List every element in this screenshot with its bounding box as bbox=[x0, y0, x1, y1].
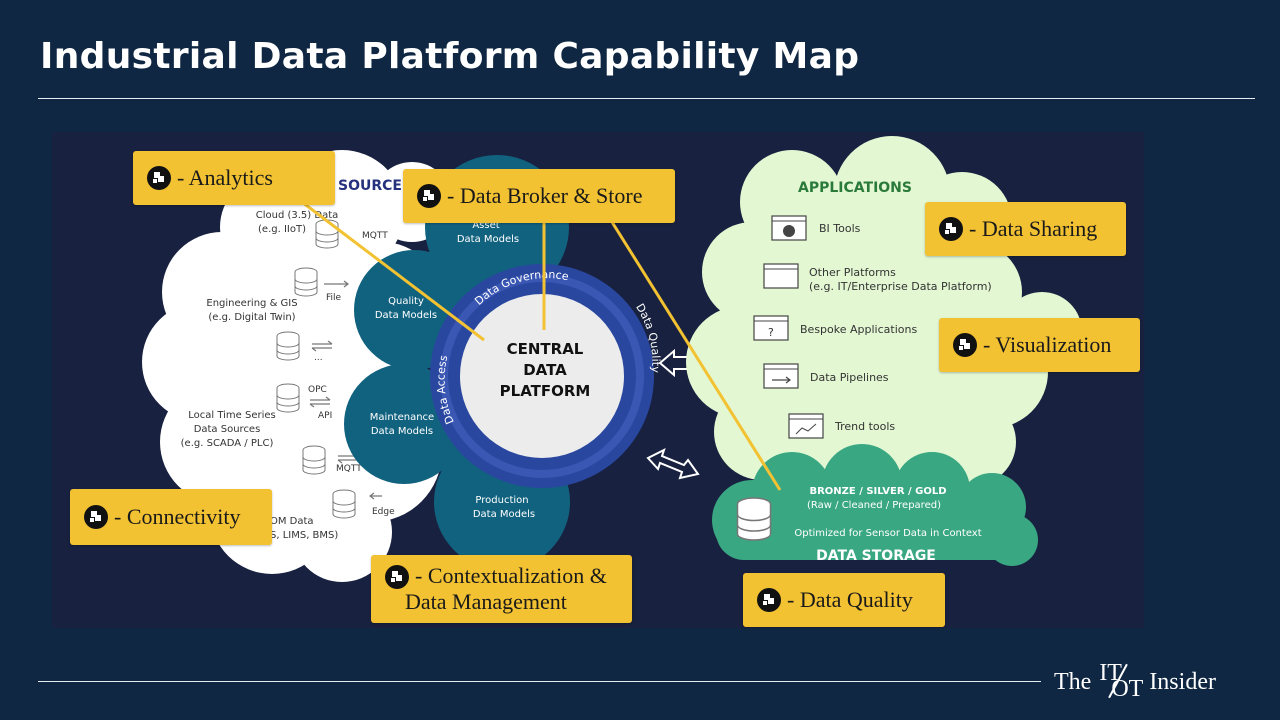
pie-chart-icon bbox=[783, 225, 795, 237]
brand-suffix: Insider bbox=[1149, 668, 1216, 695]
window-icon bbox=[763, 263, 799, 289]
app-other-platforms: Other Platforms (e.g. IT/Enterprise Data… bbox=[763, 263, 992, 293]
source-cloud-label: Cloud (3.5) Data bbox=[256, 210, 339, 221]
protocol-label: Edge bbox=[372, 507, 395, 517]
applications-cloud bbox=[686, 136, 1082, 492]
central-platform-circle bbox=[460, 294, 624, 458]
protocol-label: OPC bbox=[308, 385, 327, 395]
app-bi-tools: BI Tools bbox=[771, 215, 861, 241]
database-icon bbox=[736, 497, 772, 541]
itot-logo-icon bbox=[953, 333, 977, 357]
brand-logo: The IT OT Insider bbox=[1054, 660, 1216, 702]
source-som-sublabel: S, LIMS, BMS) bbox=[270, 530, 338, 541]
visualization-callout: - Visualization bbox=[939, 318, 1140, 372]
data-quality-callout: - Data Quality bbox=[743, 573, 945, 627]
ellipsis-label: ... bbox=[314, 353, 323, 363]
asset-model-sublabel: Data Models bbox=[457, 234, 519, 245]
storage-tiers-label: BRONZE / SILVER / GOLD bbox=[809, 486, 946, 497]
app-label: Trend tools bbox=[834, 420, 895, 433]
data-storage-cloud bbox=[712, 444, 1038, 566]
app-trend-tools: Trend tools bbox=[788, 413, 895, 439]
data-sharing-callout: - Data Sharing bbox=[925, 202, 1126, 256]
itot-logo-icon bbox=[757, 588, 781, 612]
source-timeseries-example: (e.g. SCADA / PLC) bbox=[181, 438, 274, 449]
maintenance-model-label: Maintenance bbox=[370, 412, 434, 423]
storage-exchange-arrow-icon bbox=[646, 448, 700, 480]
central-platform-label-2: DATA bbox=[523, 361, 567, 379]
app-label: Data Pipelines bbox=[810, 371, 889, 384]
protocol-label: File bbox=[326, 293, 342, 303]
database-icon bbox=[276, 331, 300, 361]
source-timeseries-sublabel: Data Sources bbox=[194, 424, 261, 435]
itot-logo-icon bbox=[417, 184, 441, 208]
protocol-label: API bbox=[318, 411, 332, 421]
itot-logo-icon bbox=[385, 564, 409, 589]
brand-ot: OT bbox=[1111, 676, 1144, 702]
footer-divider bbox=[38, 681, 1041, 682]
app-bespoke: ? Bespoke Applications bbox=[753, 315, 917, 341]
database-icon bbox=[294, 267, 318, 297]
source-cloud-sublabel: (e.g. IIoT) bbox=[258, 224, 306, 235]
analytics-callout: - Analytics bbox=[133, 151, 335, 205]
database-icon bbox=[302, 445, 326, 475]
database-icon bbox=[332, 489, 356, 519]
trend-chart-icon bbox=[788, 413, 824, 439]
app-label: Other Platforms bbox=[809, 266, 896, 279]
source-engineering-sublabel: (e.g. Digital Twin) bbox=[208, 312, 295, 323]
diagram-canvas: SOURCES Cloud (3.5) Data (e.g. IIoT) MQT… bbox=[142, 136, 1082, 582]
database-icon bbox=[315, 219, 339, 249]
quality-model-sublabel: Data Models bbox=[375, 310, 437, 321]
data-storage-title: DATA STORAGE bbox=[816, 548, 936, 564]
central-platform-label-3: PLATFORM bbox=[500, 382, 591, 400]
source-som-label: OM Data bbox=[270, 516, 314, 527]
title-divider bbox=[38, 98, 1255, 99]
itot-logo-icon bbox=[939, 217, 963, 241]
callout-label: - Visualization bbox=[983, 332, 1112, 357]
platform-inner-ring bbox=[440, 274, 644, 478]
itot-logo-icon bbox=[84, 505, 108, 529]
callout-label: - Analytics bbox=[177, 165, 273, 190]
callout-label: - Data Sharing bbox=[969, 216, 1098, 241]
data-broker-callout: - Data Broker & Store bbox=[403, 169, 675, 223]
quality-model-label: Quality bbox=[388, 296, 424, 307]
protocol-label: MQTT bbox=[362, 231, 388, 241]
callout-label-line-2: Data Management bbox=[405, 589, 567, 614]
production-model-sublabel: Data Models bbox=[473, 509, 535, 520]
arrow-icon bbox=[369, 492, 382, 500]
contextualization-callout: - Contextualization & Data Management bbox=[371, 555, 632, 623]
callout-label: - Data Quality bbox=[787, 587, 913, 612]
protocol-label: MQTT bbox=[336, 464, 362, 474]
source-engineering-label: Engineering & GIS bbox=[206, 298, 297, 309]
production-model-label: Production bbox=[475, 495, 528, 506]
app-data-pipelines: Data Pipelines bbox=[763, 363, 889, 389]
app-label: Bespoke Applications bbox=[800, 323, 917, 336]
arrow-icon bbox=[324, 280, 349, 288]
central-platform-label: CENTRAL bbox=[507, 340, 584, 358]
app-sublabel: (e.g. IT/Enterprise Data Platform) bbox=[809, 280, 992, 293]
callout-connectors bbox=[301, 200, 782, 491]
callout-label: - Connectivity bbox=[114, 504, 241, 529]
storage-tiers-sublabel: (Raw / Cleaned / Prepared) bbox=[807, 500, 941, 511]
arrow-window-icon bbox=[763, 363, 799, 389]
question-window-icon bbox=[753, 315, 789, 341]
sources-title: SOURCES bbox=[338, 178, 412, 194]
source-timeseries-label: Local Time Series bbox=[188, 410, 276, 421]
storage-optimized-label: Optimized for Sensor Data in Context bbox=[794, 528, 981, 539]
connectivity-callout: - Connectivity bbox=[70, 489, 272, 545]
capability-map-diagram: SOURCES Cloud (3.5) Data (e.g. IIoT) MQT… bbox=[52, 132, 1144, 628]
itot-logo-icon: IT OT bbox=[1097, 660, 1144, 702]
database-icon bbox=[276, 383, 300, 413]
maintenance-model-sublabel: Data Models bbox=[371, 426, 433, 437]
brand-prefix: The bbox=[1054, 668, 1092, 695]
itot-logo-icon bbox=[147, 166, 171, 190]
app-label: BI Tools bbox=[819, 222, 861, 235]
applications-title: APPLICATIONS bbox=[798, 180, 912, 196]
callout-label: - Contextualization & bbox=[415, 563, 607, 588]
callout-label: - Data Broker & Store bbox=[447, 183, 643, 208]
svg-text:?: ? bbox=[768, 326, 774, 339]
page-title: Industrial Data Platform Capability Map bbox=[40, 36, 860, 77]
asset-model-label: Asset bbox=[472, 220, 499, 231]
